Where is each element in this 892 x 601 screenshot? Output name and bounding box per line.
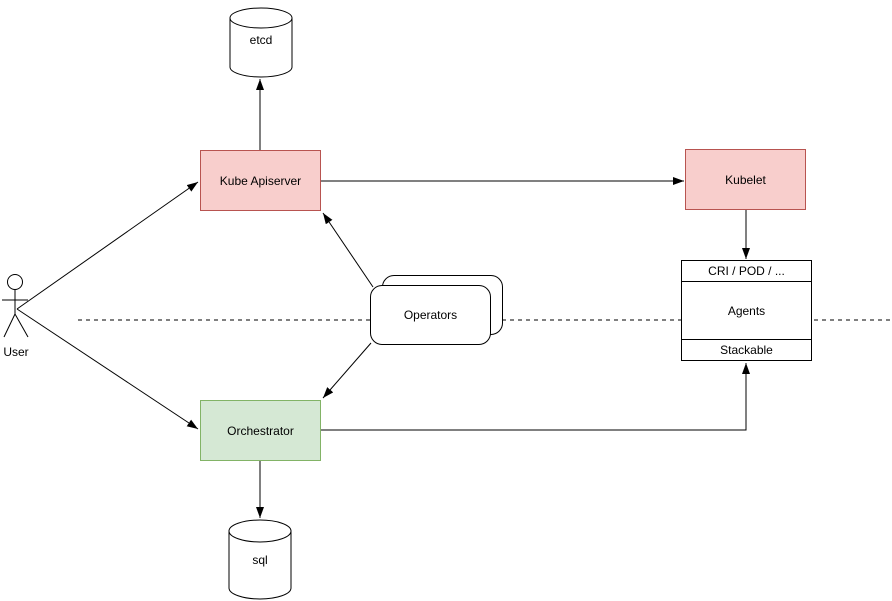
agents-stack-section-stackable[interactable]: Stackable	[682, 339, 811, 360]
agents-stack-section-agents[interactable]: Agents	[682, 282, 811, 339]
edge-user-to-orchestrator	[17, 309, 198, 429]
sql-cylinder-body	[229, 520, 291, 599]
agents-label: Agents	[727, 303, 766, 318]
etcd-cylinder[interactable]	[230, 8, 292, 77]
etcd-cylinder-rim	[230, 18, 292, 28]
node-kube-apiserver[interactable]: Kube Apiserver	[200, 150, 321, 211]
kube-apiserver-label: Kube Apiserver	[219, 173, 302, 188]
user-actor[interactable]	[2, 275, 28, 338]
etcd-cylinder-body	[230, 8, 292, 77]
orchestrator-label: Orchestrator	[227, 423, 294, 438]
sql-cylinder-rim	[229, 531, 291, 542]
node-orchestrator[interactable]: Orchestrator	[200, 400, 321, 461]
actor-left-leg	[4, 314, 15, 337]
operators-label: Operators	[403, 308, 458, 322]
kubelet-label: Kubelet	[725, 172, 766, 187]
edge-operators-to-orchestrator	[323, 343, 371, 398]
node-operators[interactable]: Operators	[370, 285, 491, 345]
user-label: User	[3, 345, 29, 359]
agents-stack-section-cri-pod[interactable]: CRI / POD / ...	[682, 261, 811, 282]
edge-operators-to-kube-apiserver	[323, 213, 373, 287]
edge-user-to-kube-apiserver	[17, 182, 198, 309]
sql-cylinder[interactable]	[229, 520, 291, 599]
actor-right-leg	[15, 314, 28, 337]
cri-pod-label: CRI / POD / ...	[708, 264, 785, 278]
sql-label: sql	[252, 553, 268, 567]
node-kubelet[interactable]: Kubelet	[685, 149, 806, 210]
edge-orchestrator-to-stackable	[321, 363, 750, 430]
node-agents-stack[interactable]: CRI / POD / ... Agents Stackable	[681, 260, 812, 361]
stackable-label: Stackable	[720, 343, 773, 357]
etcd-label: etcd	[249, 33, 273, 47]
actor-head	[8, 275, 23, 290]
